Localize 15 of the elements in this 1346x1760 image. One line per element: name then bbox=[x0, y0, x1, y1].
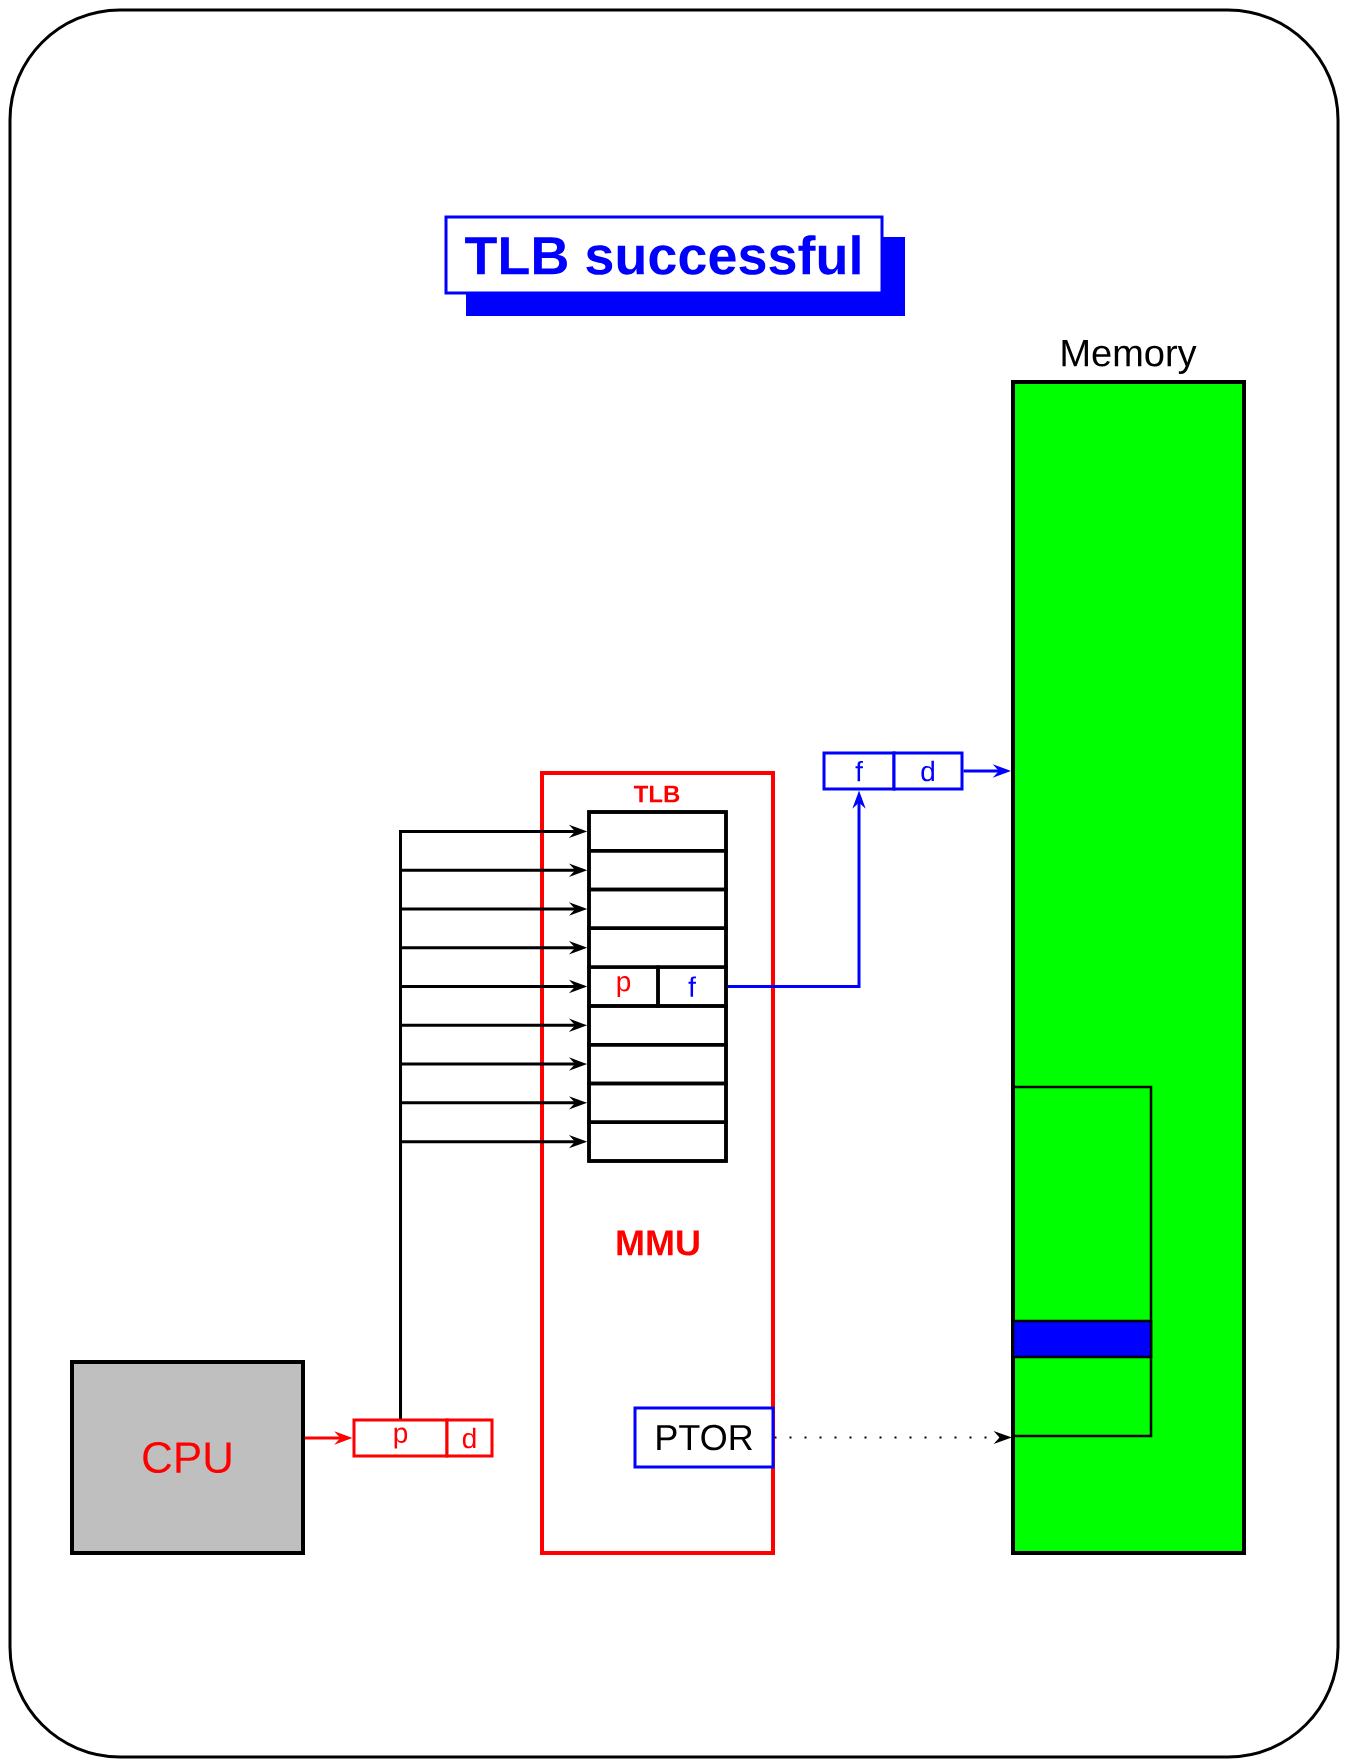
table-cell: f bbox=[656, 965, 728, 1008]
page-table-region bbox=[1011, 1085, 1153, 1438]
address-field: d bbox=[892, 751, 964, 791]
address-field: f bbox=[822, 751, 896, 791]
node-label: TLB bbox=[633, 785, 680, 803]
cpu-box: CPU bbox=[70, 1360, 305, 1555]
node-label: Memory bbox=[1062, 340, 1197, 375]
memory-block: Memory bbox=[1011, 340, 1246, 1555]
title-box: TLB successful bbox=[444, 215, 905, 316]
table-cell: p bbox=[587, 965, 660, 1008]
address-field: p bbox=[352, 1418, 449, 1458]
register-box: PTOR bbox=[633, 1406, 775, 1469]
address-field: d bbox=[445, 1418, 494, 1458]
page-table-entry bbox=[1011, 1319, 1153, 1359]
table-row bbox=[587, 1120, 728, 1163]
